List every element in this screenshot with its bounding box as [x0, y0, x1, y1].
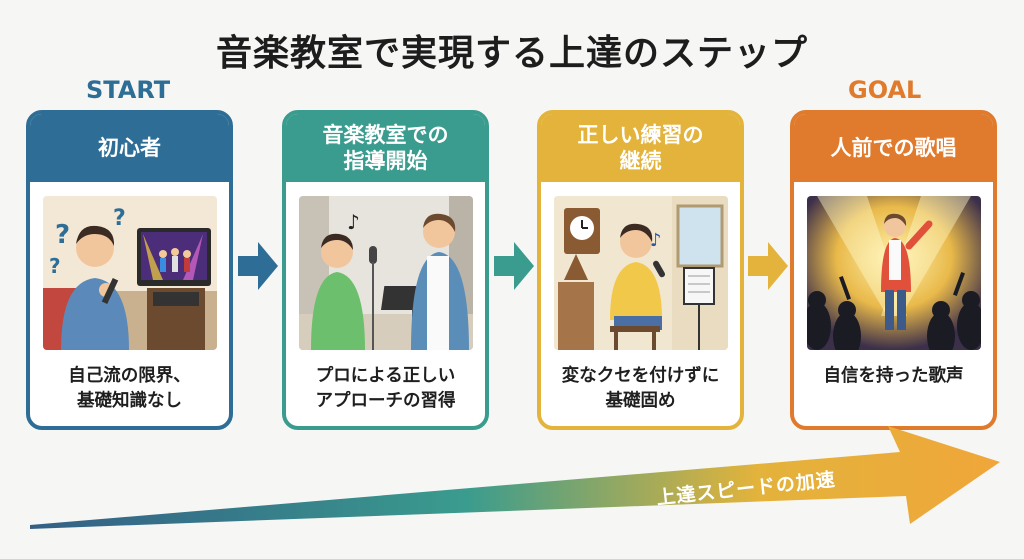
- goal-label: GOAL: [848, 76, 922, 104]
- stage-illustration: [807, 196, 981, 350]
- speed-arrow: [0, 412, 1024, 559]
- step-caption: 自信を持った歌声: [823, 366, 964, 386]
- question-mark-icon: ?: [49, 254, 61, 278]
- step-heading: 初心者: [30, 114, 229, 182]
- step-heading: 人前での歌唱: [794, 114, 993, 182]
- right-arrow-icon: [748, 242, 788, 290]
- page-title: 音楽教室で実現する上達のステップ: [215, 33, 808, 74]
- practice-illustration: ♪: [554, 196, 728, 350]
- step-heading: 正しい練習の継続: [541, 114, 740, 182]
- start-label: START: [86, 76, 171, 104]
- question-mark-icon: ?: [55, 220, 71, 250]
- step-card-performance: 人前での歌唱: [790, 110, 997, 430]
- step-caption: 変なクセを付けずに 基礎固め: [561, 366, 720, 412]
- question-mark-icon: ?: [113, 206, 126, 231]
- step-heading: 音楽教室での指導開始: [286, 114, 485, 182]
- beginner-illustration: ? ? ?: [43, 196, 217, 350]
- music-note-icon: ♪: [347, 210, 360, 234]
- right-arrow-icon: [238, 242, 278, 290]
- lesson-illustration: ♪: [299, 196, 473, 350]
- right-arrow-icon: [494, 242, 534, 290]
- step-caption: 自己流の限界、 基礎知識なし: [68, 366, 191, 412]
- step-card-lesson-start: 音楽教室での指導開始 ♪ プロによる正しい アプローチの習得: [282, 110, 489, 430]
- step-card-practice: 正しい練習の継続: [537, 110, 744, 430]
- music-note-icon: ♪: [650, 230, 662, 251]
- step-card-beginner: 初心者 ? ? ? 自己流の限界、 基礎知: [26, 110, 233, 430]
- step-caption: プロによる正しい アプローチの習得: [315, 366, 456, 412]
